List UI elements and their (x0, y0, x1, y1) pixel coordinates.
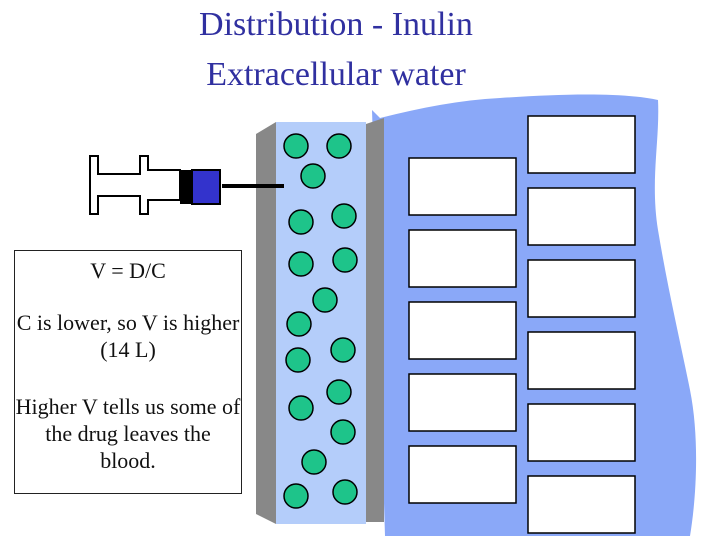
cell (408, 157, 517, 216)
cell (408, 301, 517, 360)
cell (527, 259, 636, 318)
drug-molecule (301, 449, 327, 475)
drug-molecule (300, 163, 326, 189)
drug-molecule (288, 209, 314, 235)
cell (527, 331, 636, 390)
vessel-wall-right (366, 118, 384, 522)
title-line-2: Extracellular water (206, 56, 466, 93)
explanation-box: V = D/C C is lower, so V is higher (14 L… (14, 250, 242, 494)
drug-molecule (326, 379, 352, 405)
cells (408, 115, 636, 534)
vessel-wall-left (256, 122, 276, 524)
drug-molecule (283, 483, 309, 509)
drug-molecule (332, 479, 358, 505)
drug-molecule (283, 133, 309, 159)
cell (408, 373, 517, 432)
syringe-plunger (191, 169, 221, 205)
cell (527, 187, 636, 246)
drug-molecules (283, 133, 358, 509)
drug-molecule (330, 419, 356, 445)
syringe-needle (222, 184, 284, 188)
cell (527, 403, 636, 462)
cell (408, 445, 517, 504)
explanation-line-2: C is lower, so V is higher (14 L) (16, 310, 240, 362)
drug-molecule (288, 251, 314, 277)
cell (408, 229, 517, 288)
drug-molecule (312, 287, 338, 313)
drug-molecule (286, 311, 312, 337)
drug-molecule (331, 203, 357, 229)
formula-text: V = D/C (90, 258, 166, 283)
drug-molecule (288, 395, 314, 421)
drug-molecule (326, 133, 352, 159)
drug-molecule (330, 337, 356, 363)
cell (527, 115, 636, 174)
title-line-1: Distribution - Inulin (199, 6, 473, 43)
drug-molecule (332, 247, 358, 273)
cell (527, 475, 636, 534)
syringe-seal (180, 170, 192, 204)
explanation-line-3: Higher V tells us some of the drug leave… (15, 394, 241, 473)
syringe-icon (89, 155, 284, 215)
syringe-plunger-handle (89, 155, 181, 215)
drug-molecule (285, 347, 311, 373)
